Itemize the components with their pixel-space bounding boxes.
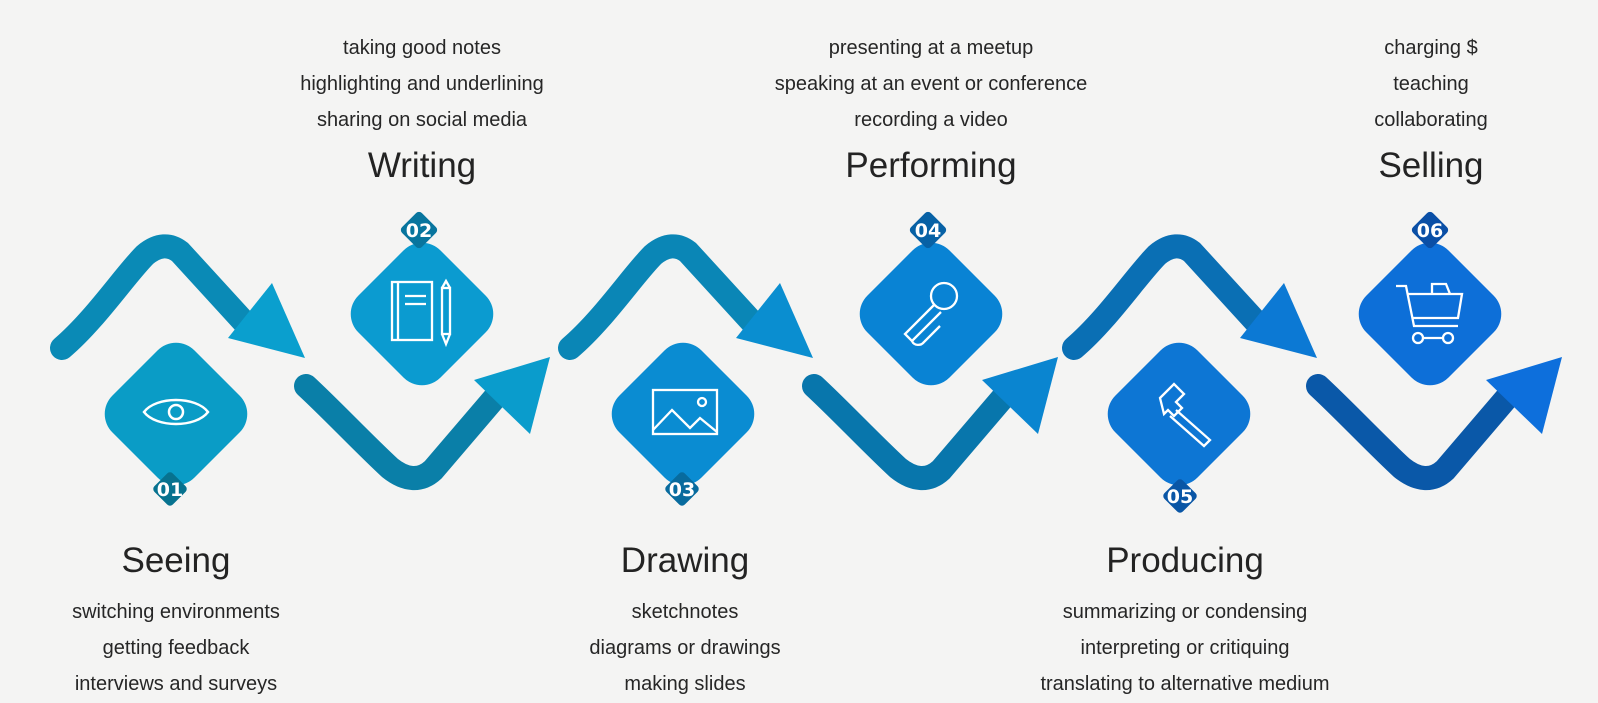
ribbon-arrow-4 [802,357,1058,490]
drawing-activities: sketchnotes diagrams or drawings making … [495,594,875,702]
producing-activities: summarizing or condensing interpreting o… [995,594,1375,702]
step-06-diamond: 06 [1358,211,1502,386]
list-item: sketchnotes [631,601,739,623]
ribbon-arrow-5 [1062,234,1317,360]
step-number-02: 02 [406,220,432,242]
eye-icon [142,398,210,426]
step-title-seeing: Seeing [121,541,231,580]
list-item: interpreting or critiquing [1080,637,1290,659]
step-title-selling: Selling [1378,146,1484,185]
list-item: highlighting and underlining [300,73,544,95]
notebook-pencil-icon [390,278,452,348]
list-item: summarizing or condensing [1062,601,1308,623]
step-number-03: 03 [669,479,695,501]
selling-activities: charging $ teaching collaborating [1241,30,1598,138]
step-02-diamond: 02 [350,211,494,386]
list-item: charging $ [1384,37,1478,59]
list-item: taking good notes [343,37,501,59]
step-number-01: 01 [157,479,183,501]
ribbon-arrow-6 [1306,357,1562,490]
list-item: sharing on social media [316,109,528,131]
step-04-diamond: 04 [859,211,1003,386]
performing-activities: presenting at a meetup speaking at an ev… [741,30,1121,138]
step-number-06: 06 [1417,220,1443,242]
list-item: teaching [1393,73,1469,95]
list-item: speaking at an event or conference [774,73,1088,95]
ribbon-arrow-1 [50,234,305,360]
step-03-diamond: 03 [611,342,755,506]
list-item: getting feedback [102,637,250,659]
step-number-05: 05 [1167,486,1193,508]
microphone-icon [903,281,959,347]
ribbon-arrow-3 [558,234,813,360]
writing-activities: taking good notes highlighting and under… [232,30,612,138]
list-item: interviews and surveys [74,673,278,695]
list-item: presenting at a meetup [828,37,1034,59]
step-title-performing: Performing [845,146,1017,185]
step-05-diamond: 05 [1107,342,1251,513]
ribbon-arrow-2 [294,357,550,490]
list-item: switching environments [72,601,280,623]
list-item: diagrams or drawings [589,637,781,659]
step-title-writing: Writing [367,146,477,185]
step-title-producing: Producing [1106,541,1264,580]
step-number-04: 04 [915,220,941,242]
list-item: recording a video [854,109,1008,131]
shopping-cart-icon [1396,282,1464,345]
list-item: making slides [624,673,746,695]
step-title-drawing: Drawing [620,541,750,580]
image-icon [651,388,719,436]
hammer-icon [1158,382,1212,448]
list-item: collaborating [1374,109,1488,131]
step-01-diamond: 01 [104,342,248,506]
seeing-activities: switching environments getting feedback … [0,594,366,702]
list-item: translating to alternative medium [1040,673,1330,695]
